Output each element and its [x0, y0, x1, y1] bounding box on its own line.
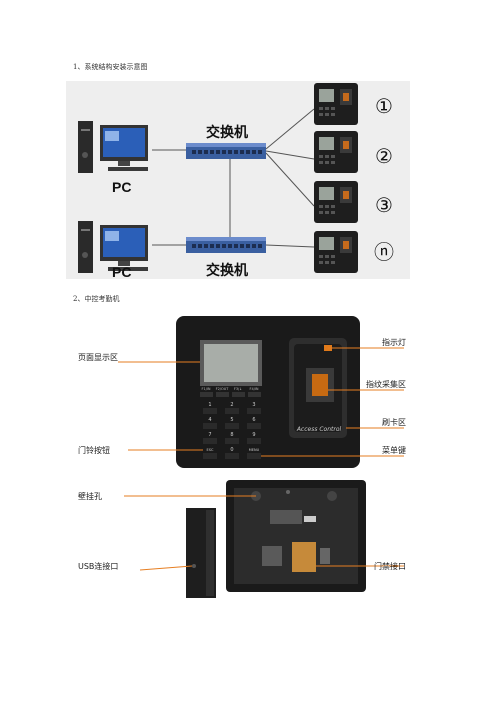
- key-8: 8: [230, 432, 233, 438]
- key-5: 5: [230, 417, 233, 423]
- callout-door-port: 门禁接口: [374, 561, 406, 571]
- callout-menu: 菜单键: [382, 445, 406, 455]
- fn-key-3: F3/↓: [234, 387, 242, 391]
- device-front: Access Control: [176, 316, 360, 468]
- switch-label-2: 交换机: [206, 262, 248, 279]
- section2-heading: 2、中控考勤机: [73, 295, 120, 303]
- system-structure-diagram: PC PC 交换机: [66, 81, 410, 279]
- brand-text: Access Control: [296, 426, 342, 433]
- attendance-device-n: [314, 231, 358, 273]
- switch-1: [186, 143, 266, 159]
- device-number-1: ①: [375, 94, 393, 118]
- attendance-device-3: [314, 181, 358, 223]
- switch-2: [186, 237, 266, 253]
- callout-card: 刷卡区: [382, 417, 406, 427]
- keypad: F1/IN F2/OUT F3/↓ F4/IN 1 2 3 4 5 6 7 8 …: [200, 387, 261, 459]
- callout-indicator: 指示灯: [382, 337, 406, 347]
- device-back: [226, 480, 366, 592]
- key-9: 9: [252, 432, 255, 438]
- switch-label-1: 交换机: [206, 124, 248, 141]
- pc-1: [78, 121, 148, 173]
- callout-usb: USB连接口: [78, 561, 118, 571]
- device-number-2: ②: [375, 144, 393, 168]
- device-number-3: ③: [375, 193, 393, 217]
- device-number-n: ⓝ: [374, 240, 394, 264]
- pc-label-1: PC: [112, 179, 131, 195]
- key-3: 3: [252, 402, 255, 408]
- key-4: 4: [208, 417, 211, 423]
- section1-heading: 1、系统结构安装示意图: [73, 63, 148, 71]
- key-7: 7: [208, 432, 211, 438]
- attendance-device-2: [314, 131, 358, 173]
- key-menu: MENU: [249, 448, 260, 452]
- callout-lines: [118, 347, 404, 571]
- attendance-machine-diagram: Access Control F1/IN F2/OUT F3/↓ F4/IN 1…: [66, 310, 410, 610]
- pc-label-2: PC: [112, 264, 131, 279]
- key-2: 2: [230, 402, 233, 408]
- fn-key-2: F2/OUT: [216, 387, 230, 391]
- key-esc: ESC: [207, 448, 214, 452]
- callout-wall-hole: 壁挂孔: [78, 491, 102, 501]
- pc-2: [78, 221, 148, 273]
- attendance-device-1: [314, 83, 358, 125]
- network-lines: [152, 108, 315, 248]
- callout-doorbell: 门铃按钮: [78, 445, 110, 455]
- callout-display: 页面显示区: [78, 353, 118, 362]
- key-0: 0: [230, 447, 233, 453]
- callout-fingerprint: 指纹采集区: [366, 379, 406, 389]
- fn-key-4: F4/IN: [249, 387, 258, 391]
- key-1: 1: [208, 402, 211, 408]
- key-6: 6: [252, 417, 255, 423]
- device-side: [186, 508, 216, 598]
- fn-key-1: F1/IN: [201, 387, 210, 391]
